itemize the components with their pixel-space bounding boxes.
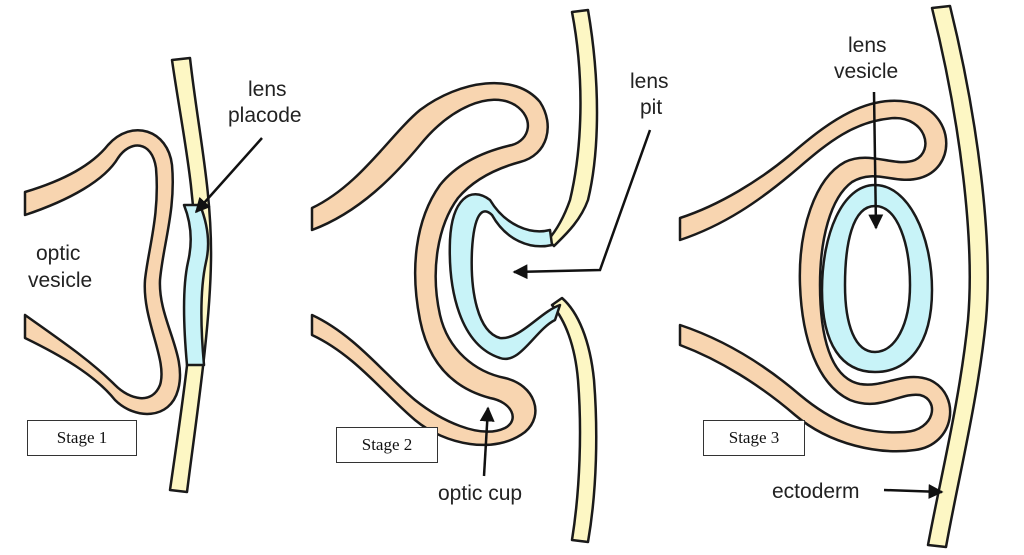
lens-pit-arrow xyxy=(512,129,652,280)
stage-1-lens-placode xyxy=(182,203,210,367)
optic-cup-label: optic cup xyxy=(438,482,522,505)
stage-3-optic-cup xyxy=(678,99,952,453)
lens-vesicle-arrow xyxy=(868,91,884,230)
stage-2-panel: lens pit optic cup xyxy=(310,8,669,544)
stage-2-ectoderm-lower xyxy=(550,296,598,544)
lens-pit-label-line2: pit xyxy=(640,96,662,119)
lens-pit-label-line1: lens xyxy=(630,70,669,93)
lens-vesicle-label-line1: lens xyxy=(848,34,887,57)
lens-placode-label-line1: lens xyxy=(248,78,287,101)
ectoderm-arrow xyxy=(883,484,944,500)
stage-3-ectoderm xyxy=(926,4,989,549)
stage-2-lens-pit xyxy=(448,193,562,361)
lens-placode-arrow xyxy=(195,137,263,214)
stage-1-panel: optic vesicle lens placode xyxy=(23,56,302,494)
stage-3-panel: lens vesicle ectoderm xyxy=(678,4,989,549)
lens-placode-label-line2: placode xyxy=(228,104,302,127)
stage-3-label: Stage 3 xyxy=(703,420,805,456)
ectoderm-label: ectoderm xyxy=(772,480,860,503)
stage-1-optic-vesicle xyxy=(23,129,182,416)
stage-2-ectoderm-upper xyxy=(546,8,599,248)
optic-vesicle-label-line2: vesicle xyxy=(28,269,92,292)
optic-cup-arrow xyxy=(479,406,495,477)
optic-vesicle-label-line1: optic xyxy=(36,242,80,265)
stage-1-label: Stage 1 xyxy=(27,420,137,456)
stage-2-label: Stage 2 xyxy=(336,427,438,463)
lens-vesicle-label-line2: vesicle xyxy=(834,60,898,83)
stage-3-lens-vesicle xyxy=(820,183,934,374)
stage-2-optic-cup xyxy=(310,81,549,447)
